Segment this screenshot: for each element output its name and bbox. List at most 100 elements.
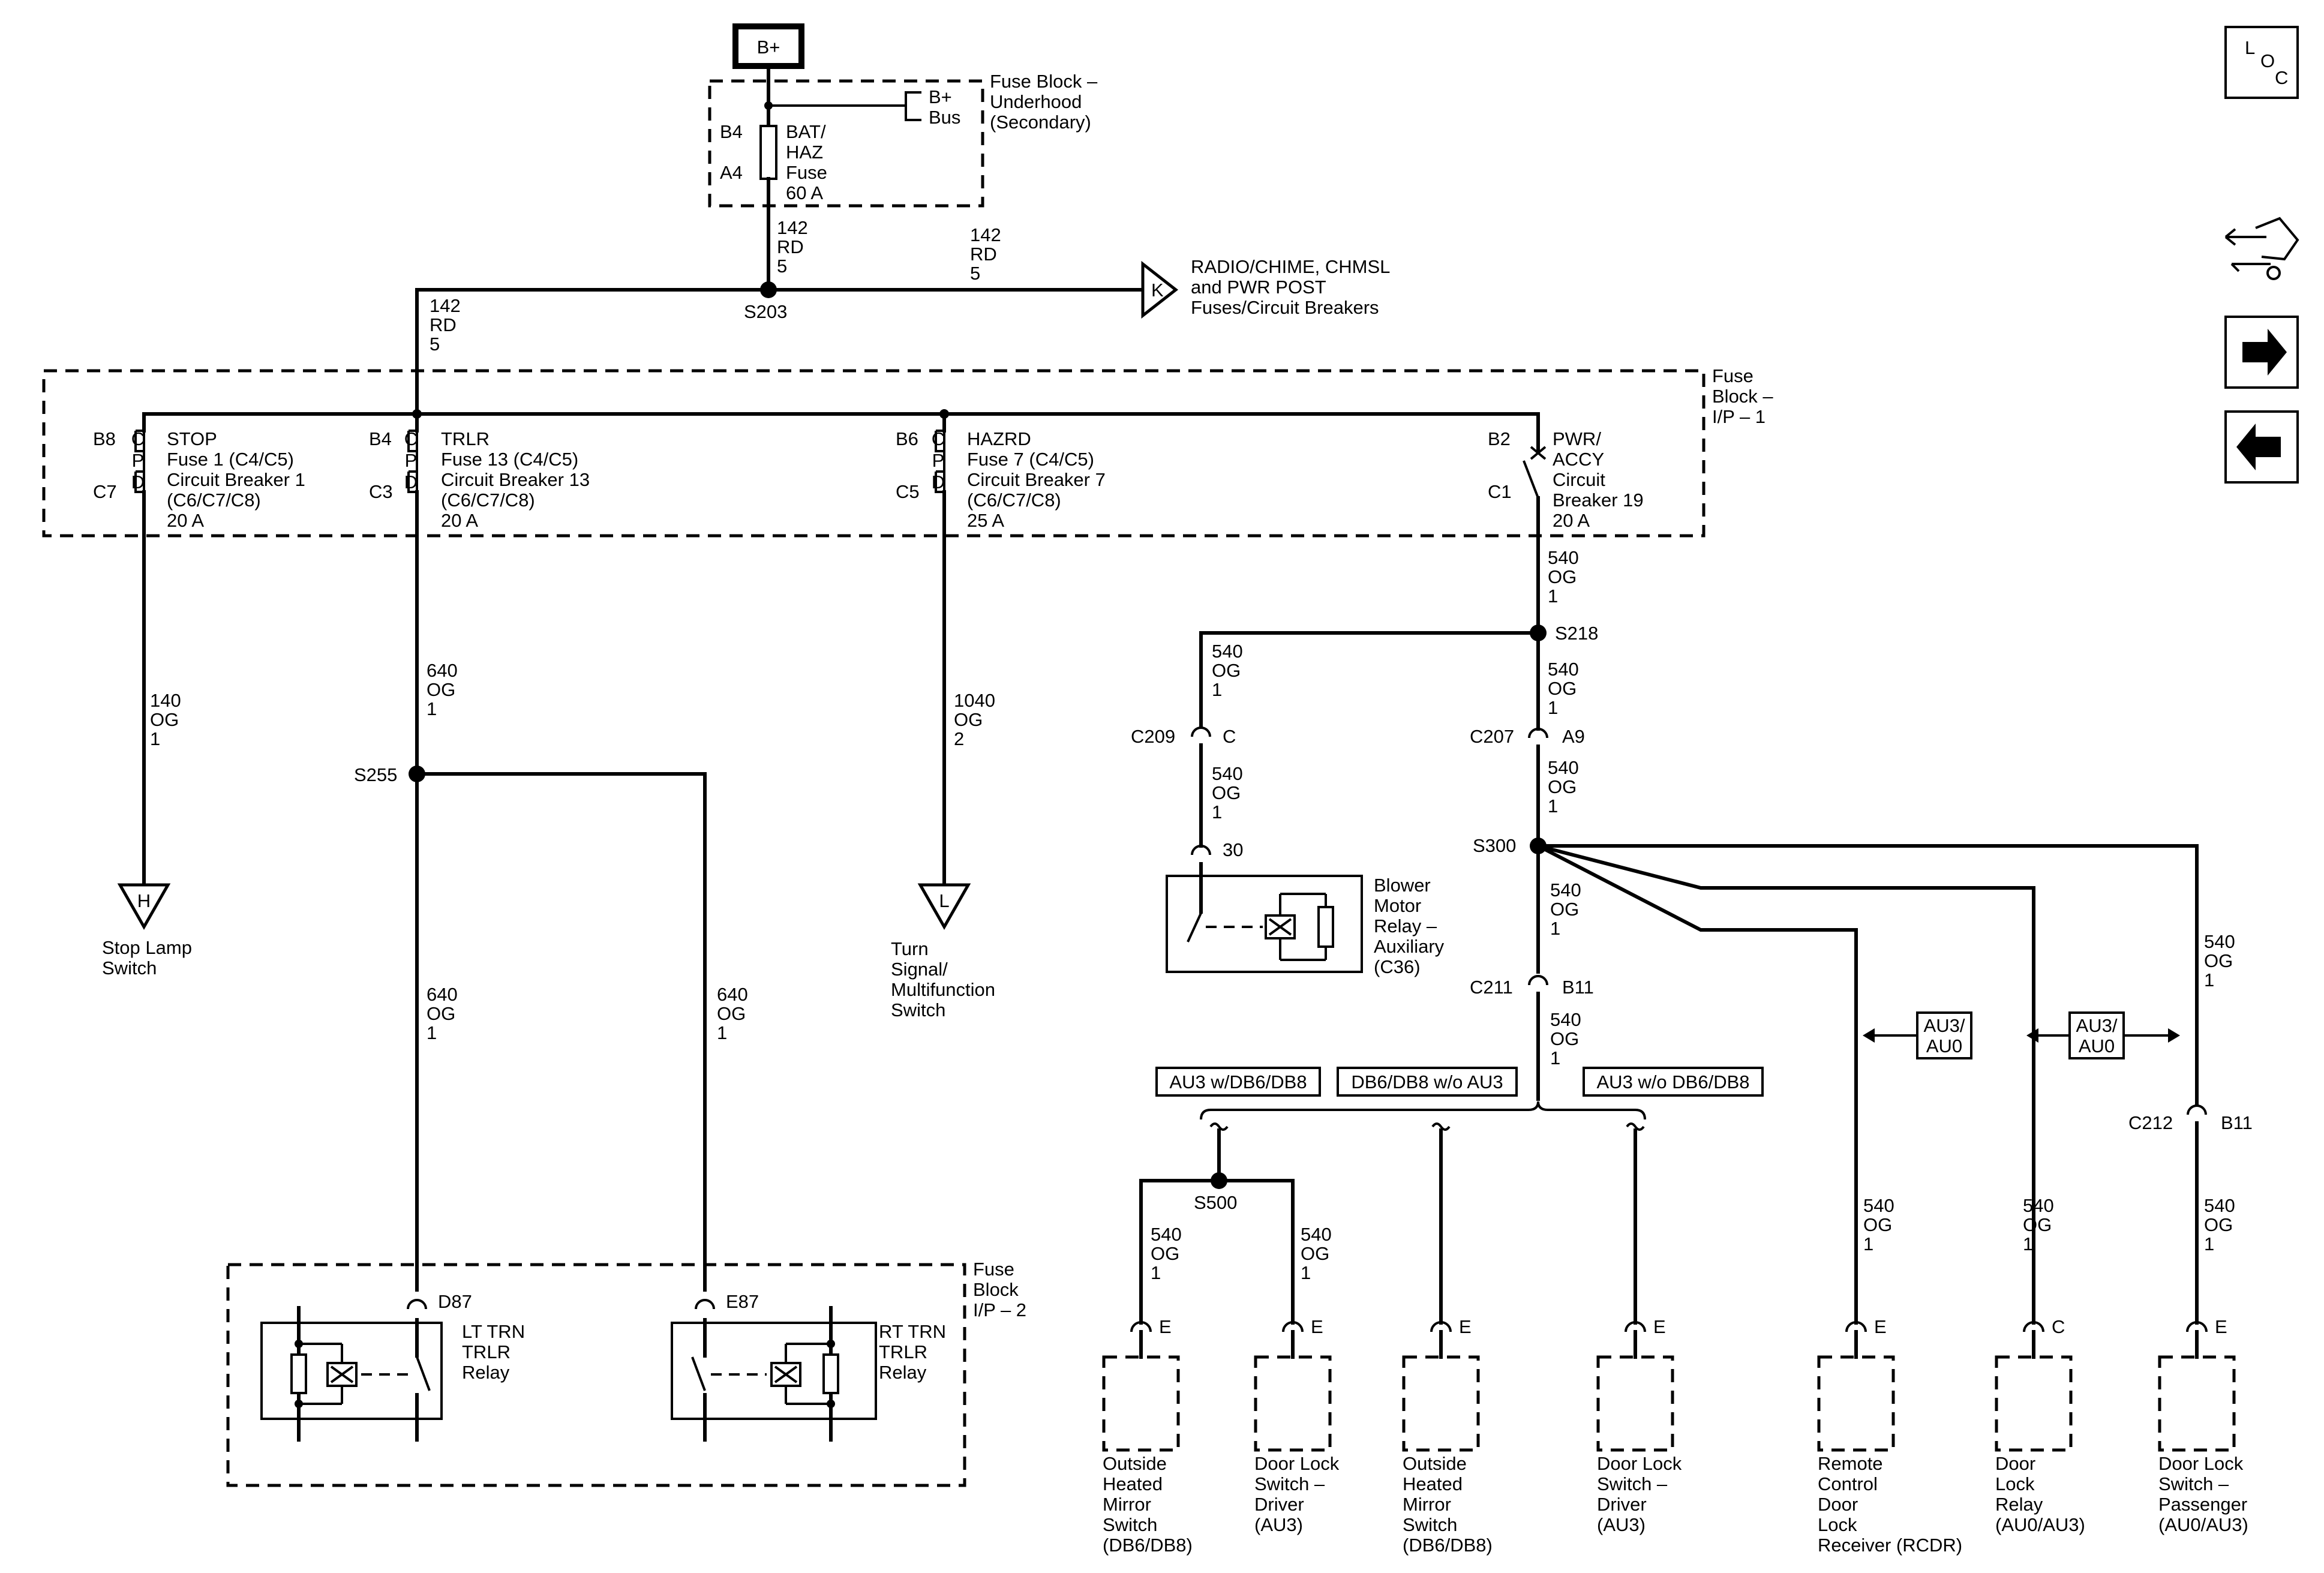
loc-button[interactable]: L O C bbox=[2224, 26, 2299, 99]
svg-text:OG: OG bbox=[1550, 1028, 1579, 1049]
component-label: Outside bbox=[1103, 1453, 1167, 1474]
wire-label-640-c: 640 OG 1 bbox=[717, 984, 748, 1043]
svg-text:Circuit Breaker 13: Circuit Breaker 13 bbox=[441, 469, 590, 490]
fuse-pin-b4: B4 bbox=[720, 121, 743, 142]
wire-640-rt bbox=[415, 772, 707, 1292]
fuse-block-underhood-outline bbox=[708, 79, 984, 208]
svg-text:Relay: Relay bbox=[462, 1362, 510, 1383]
svg-text:(C36): (C36) bbox=[1374, 956, 1421, 977]
component-pin-label: E bbox=[1311, 1316, 1323, 1337]
svg-text:1: 1 bbox=[2204, 1233, 2214, 1254]
offpage-l-letter: L bbox=[939, 890, 949, 911]
component-body bbox=[1817, 1355, 1895, 1452]
svg-text:1: 1 bbox=[1550, 1047, 1560, 1068]
bus-label-line2: Bus bbox=[929, 107, 960, 128]
svg-text:Circuit Breaker 7: Circuit Breaker 7 bbox=[967, 469, 1106, 490]
svg-text:OG: OG bbox=[954, 709, 983, 730]
svg-text:Relay: Relay bbox=[879, 1362, 927, 1383]
svg-text:142: 142 bbox=[777, 217, 808, 238]
wire-label-640-a: 640 OG 1 bbox=[427, 660, 458, 719]
svg-text:D: D bbox=[131, 472, 145, 493]
component-body bbox=[1254, 1355, 1332, 1452]
offpage-l-label: Turn Signal/ Multifunction Switch bbox=[891, 938, 995, 1020]
previous-page-button[interactable] bbox=[2224, 410, 2299, 484]
svg-text:(Secondary): (Secondary) bbox=[990, 112, 1091, 133]
svg-text:1: 1 bbox=[1548, 586, 1558, 607]
svg-text:OG: OG bbox=[1863, 1214, 1892, 1235]
fuse-hazrd: C P D B6 C5 HAZRD Fuse 7 (C4/C5) Circuit… bbox=[896, 412, 1106, 531]
wire-label-1040: 1040 OG 2 bbox=[954, 690, 995, 749]
svg-text:TRLR: TRLR bbox=[441, 428, 490, 449]
pin-c7: C7 bbox=[93, 481, 117, 502]
wire-142-to-ip1 bbox=[415, 288, 770, 416]
component-label: Door Lock bbox=[2158, 1453, 2244, 1474]
component-label: (AU0/AU3) bbox=[2158, 1514, 2248, 1535]
svg-text:RADIO/CHIME, CHMSL: RADIO/CHIME, CHMSL bbox=[1191, 256, 1390, 277]
next-page-button[interactable] bbox=[2224, 316, 2299, 389]
svg-text:(C6/C7/C8): (C6/C7/C8) bbox=[967, 490, 1061, 511]
wire-540-to-rcdr bbox=[1535, 843, 1858, 1325]
svg-text:1: 1 bbox=[1548, 697, 1558, 718]
svg-text:OG: OG bbox=[1301, 1243, 1329, 1264]
component-pin-label: E bbox=[1459, 1316, 1472, 1337]
svg-text:Signal/: Signal/ bbox=[891, 959, 948, 980]
svg-text:OG: OG bbox=[717, 1003, 746, 1024]
svg-text:OG: OG bbox=[1548, 776, 1577, 797]
svg-text:STOP: STOP bbox=[167, 428, 217, 449]
component-label: Mirror bbox=[1103, 1494, 1151, 1515]
svg-text:ACCY: ACCY bbox=[1553, 449, 1604, 470]
pin-b6: B6 bbox=[896, 428, 918, 449]
wire-label-540-7: 540 OG 1 bbox=[1550, 1009, 1581, 1068]
component-label: Switch bbox=[1103, 1514, 1157, 1535]
svg-text:1: 1 bbox=[1212, 679, 1222, 700]
svg-text:1040: 1040 bbox=[954, 690, 995, 711]
component-label: Door bbox=[1818, 1494, 1858, 1515]
component-label: (AU3) bbox=[1254, 1514, 1303, 1535]
wire-label-540-10: 540 OG 1 bbox=[1863, 1195, 1894, 1254]
fuse-block-ip1-outline bbox=[42, 369, 1706, 538]
splice-s300-label: S300 bbox=[1473, 835, 1516, 856]
component-label: Door bbox=[1995, 1453, 2035, 1474]
wire-label-142-c: 142 RD 5 bbox=[430, 295, 461, 355]
splice-s500-label: S500 bbox=[1194, 1192, 1237, 1213]
arrow-right-icon bbox=[2242, 329, 2287, 376]
offpage-k-letter: K bbox=[1151, 280, 1164, 301]
component-label: (AU3) bbox=[1597, 1514, 1646, 1535]
component-label: Heated bbox=[1103, 1473, 1163, 1494]
svg-text:(C6/C7/C8): (C6/C7/C8) bbox=[441, 490, 535, 511]
fuse-block-ip2-title: Fuse Block I/P – 2 bbox=[973, 1259, 1026, 1320]
component-label: (DB6/DB8) bbox=[1403, 1535, 1493, 1556]
connector-pin bbox=[1130, 1321, 1152, 1332]
svg-text:25 A: 25 A bbox=[967, 510, 1004, 531]
fuse-trlr: C P D B4 C3 TRLR Fuse 13 (C4/C5) Circuit… bbox=[369, 412, 590, 531]
svg-text:1: 1 bbox=[1301, 1262, 1311, 1283]
wire-label-142-a: 142 RD 5 bbox=[777, 217, 808, 277]
wire-break-2 bbox=[1431, 1122, 1451, 1131]
svg-text:PWR/: PWR/ bbox=[1553, 428, 1601, 449]
wire-label-540-1: 540 OG 1 bbox=[1548, 547, 1579, 607]
svg-text:O: O bbox=[2260, 50, 2275, 71]
svg-text:OG: OG bbox=[2023, 1214, 2052, 1235]
component-label: Relay bbox=[1995, 1494, 2043, 1515]
connector-pin bbox=[1845, 1321, 1867, 1332]
svg-text:Fuse: Fuse bbox=[1712, 365, 1753, 386]
component-label: Switch – bbox=[1254, 1473, 1325, 1494]
svg-text:HAZ: HAZ bbox=[786, 142, 823, 163]
schematic-link-icon[interactable] bbox=[2224, 217, 2299, 280]
svg-text:D: D bbox=[932, 472, 945, 493]
svg-text:RD: RD bbox=[430, 314, 457, 335]
fuse-block-ip1-title: Fuse Block – I/P – 1 bbox=[1712, 365, 1773, 427]
svg-text:RT TRN: RT TRN bbox=[879, 1321, 946, 1342]
svg-text:540: 540 bbox=[1548, 757, 1579, 778]
svg-text:C: C bbox=[131, 428, 145, 449]
component-label: Door Lock bbox=[1254, 1453, 1340, 1474]
svg-text:LT TRN: LT TRN bbox=[462, 1321, 525, 1342]
option-au3-wo-db6-db8: AU3 w/o DB6/DB8 bbox=[1583, 1067, 1764, 1097]
svg-text:Block –: Block – bbox=[1712, 386, 1773, 407]
svg-text:OG: OG bbox=[1550, 899, 1579, 920]
svg-text:540: 540 bbox=[1550, 1009, 1581, 1030]
wire-540-to-relay bbox=[1536, 843, 2035, 1325]
svg-text:1: 1 bbox=[1548, 795, 1558, 816]
